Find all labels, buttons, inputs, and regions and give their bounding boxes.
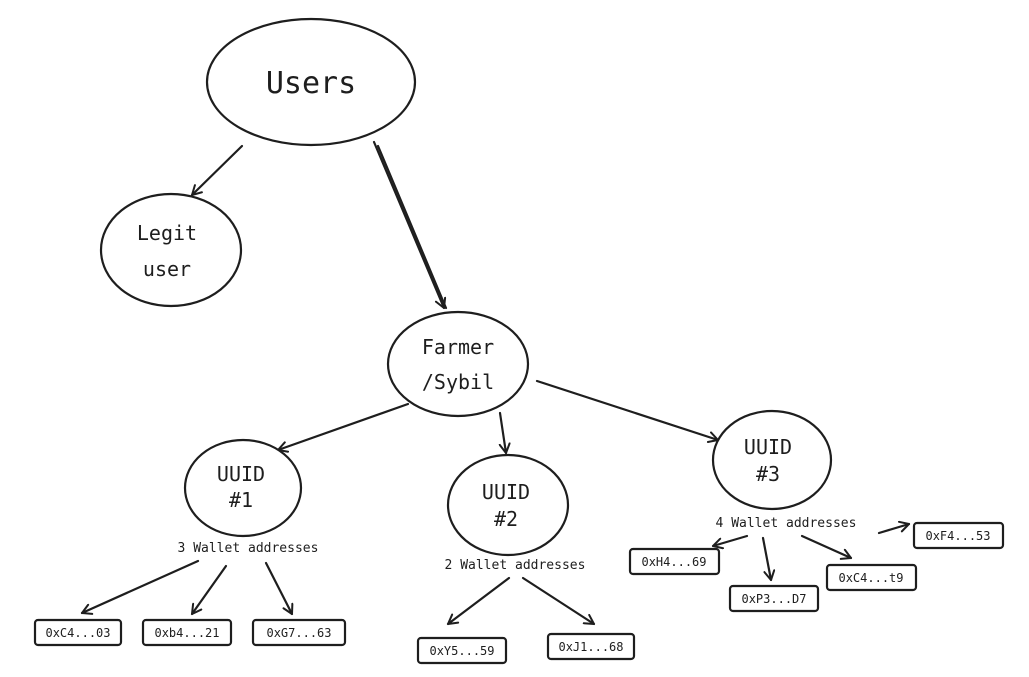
arrow-uuid1-to-wallet3 [264,561,294,616]
node-farmer-label-line2: /Sybil [422,370,494,394]
arrow-farmer-to-uuid3 [535,379,720,443]
wallet-uuid2-1: 0xY5...59 [429,644,494,658]
node-uuid-3: UUID #3 [711,409,833,511]
node-uuid2-label: UUID [482,480,530,504]
node-uuid1-number: #1 [229,488,253,512]
wallet-uuid1-1: 0xC4...03 [45,626,110,640]
node-users-label: Users [266,66,356,101]
wallet-box: 0xP3...D7 [728,584,820,613]
caption-uuid2: 2 Wallet addresses [445,558,586,573]
wallet-uuid3-1: 0xH4...69 [641,555,706,569]
node-users: Users [205,17,417,147]
wallet-uuid2-2: 0xJ1...68 [558,640,623,654]
arrow-uuid2-to-wallet1 [446,576,511,626]
connectors [80,140,911,626]
wallet-box: 0xG7...63 [251,618,347,647]
wallet-box: 0xF4...53 [912,521,1005,550]
arrow-farmer-to-uuid2 [498,411,511,455]
arrow-uuid3-to-wallet3 [800,534,853,560]
wallet-box: 0xJ1...68 [546,632,636,661]
node-legit-label-line2: user [143,257,191,281]
arrow-users-to-farmer [372,140,447,310]
node-uuid-2: UUID #2 [446,453,570,557]
arrow-uuid2-to-wallet2 [521,576,596,626]
node-uuid3-number: #3 [756,462,780,486]
caption-uuid1: 3 Wallet addresses [178,541,319,556]
node-uuid1-label: UUID [217,462,265,486]
arrow-uuid1-to-wallet2 [190,564,228,616]
wallet-uuid3-3: 0xC4...t9 [838,571,903,585]
wallet-uuid3-2: 0xP3...D7 [741,592,806,606]
wallet-uuid1-3: 0xG7...63 [266,626,331,640]
wallet-box: 0xb4...21 [141,618,233,647]
wallet-box: 0xC4...03 [33,618,123,647]
node-uuid3-label: UUID [744,435,792,459]
caption-uuid3: 4 Wallet addresses [716,516,857,531]
arrow-users-to-farmer-double [376,144,448,310]
arrow-uuid3-to-wallet4 [877,520,911,535]
wallet-box: 0xC4...t9 [825,563,918,592]
node-farmer-label-line1: Farmer [422,335,494,359]
arrow-users-to-legit [190,144,244,197]
node-farmer-sybil: Farmer /Sybil [386,310,530,418]
wallet-box: 0xH4...69 [628,547,721,576]
arrow-uuid1-to-wallet1 [80,559,200,615]
node-uuid-1: UUID #1 [183,438,303,538]
wallet-box: 0xY5...59 [416,636,508,665]
arrow-uuid3-to-wallet1 [711,534,749,550]
arrow-farmer-to-uuid1 [276,402,410,453]
node-uuid2-number: #2 [494,507,518,531]
node-legit-label-line1: Legit [137,221,197,245]
node-legit-user: Legit user [99,192,243,308]
arrow-uuid3-to-wallet2 [761,536,776,582]
wallet-uuid1-2: 0xb4...21 [154,626,219,640]
wallet-uuid3-4: 0xF4...53 [925,529,990,543]
